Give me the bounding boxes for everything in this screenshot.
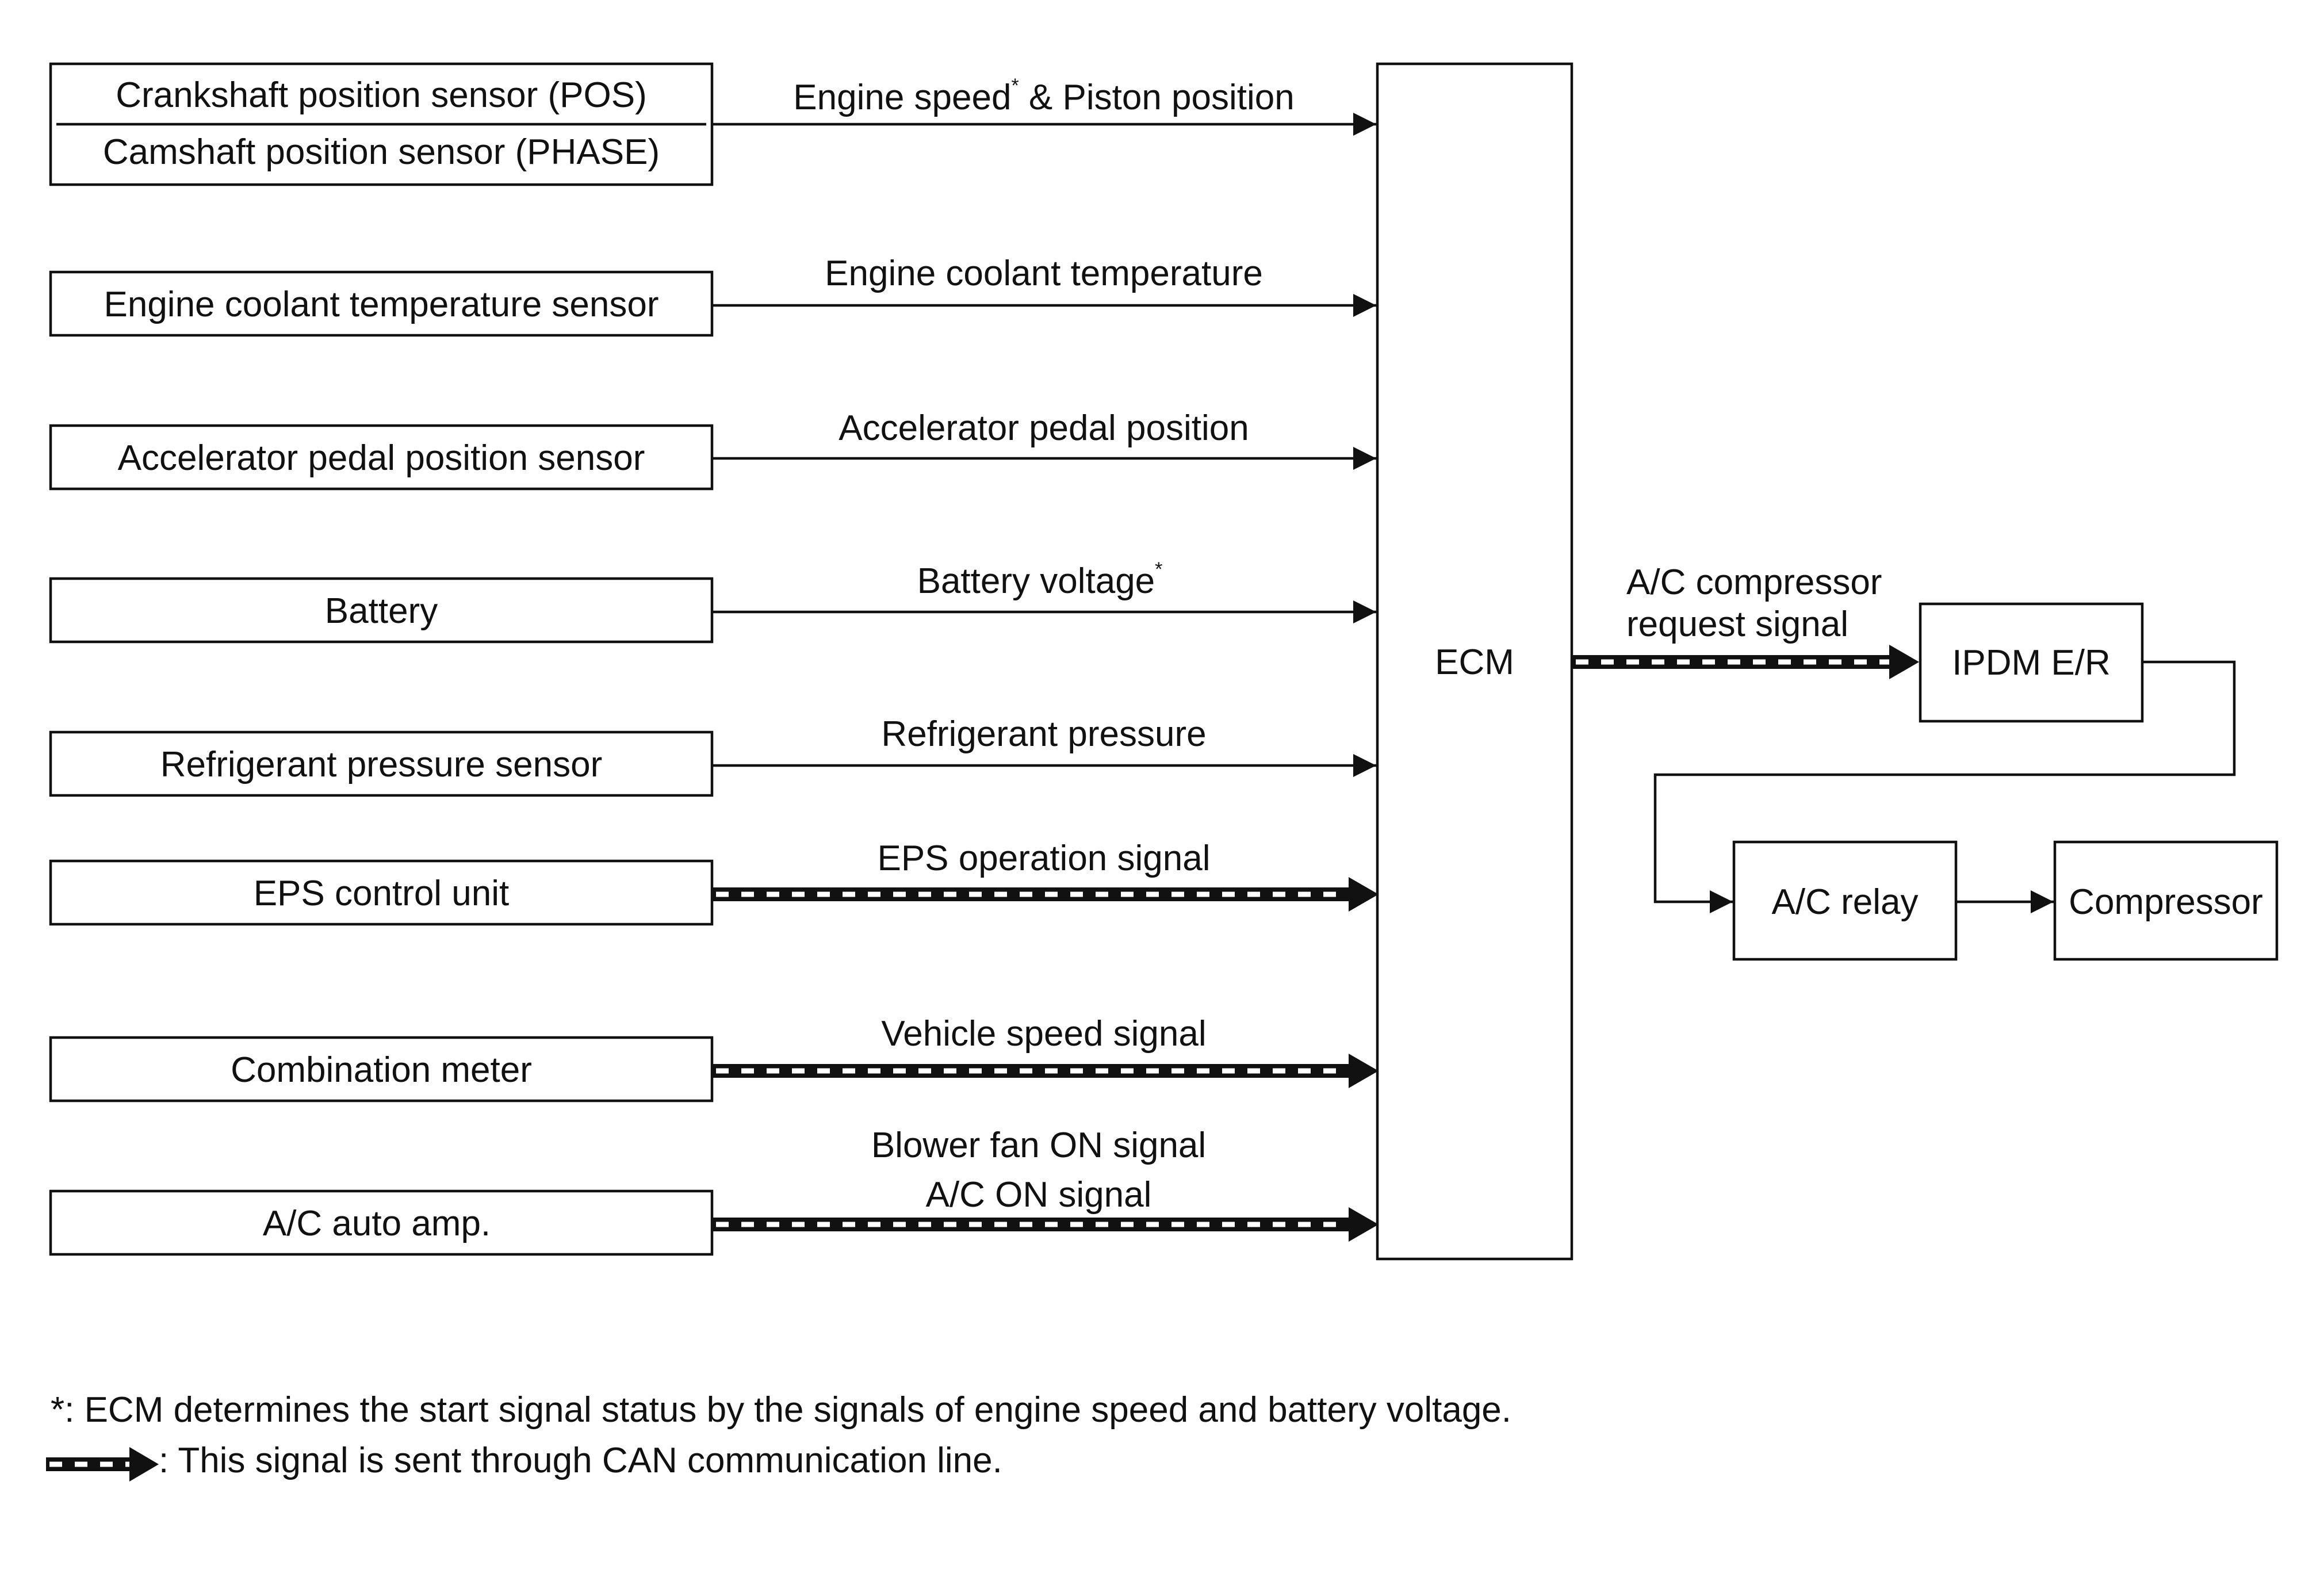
camshaft-sensor-label: Camshaft position sensor (PHASE) bbox=[103, 132, 660, 172]
coolant-temperature-signal-label: Engine coolant temperature bbox=[825, 254, 1263, 293]
source-box-eps: EPS control unit bbox=[49, 859, 714, 926]
ac-on-signal-label: A/C ON signal bbox=[926, 1175, 1152, 1215]
can-line-footnote: : This signal is sent through CAN commun… bbox=[159, 1441, 1002, 1480]
compressor-label: Compressor bbox=[2069, 882, 2263, 922]
engine-speed-signal-label: Engine speed* & Piston position bbox=[793, 75, 1295, 117]
refrigerant-sensor-label: Refrigerant pressure sensor bbox=[160, 745, 602, 784]
signal-line-engine-speed: Engine speed* & Piston position bbox=[712, 75, 1376, 136]
signal-line-accelerator-position: Accelerator pedal position bbox=[712, 408, 1376, 470]
blower-fan-on-signal-label: Blower fan ON signal bbox=[871, 1126, 1206, 1165]
ac-compressor-request-label-line2: request signal bbox=[1626, 604, 1848, 644]
battery-voltage-signal-label: Battery voltage* bbox=[917, 558, 1163, 601]
source-box-combination-meter: Combination meter bbox=[49, 1036, 714, 1103]
sensor-box-accelerator: Accelerator pedal position sensor bbox=[49, 424, 714, 491]
ac-relay-label: A/C relay bbox=[1772, 882, 1919, 922]
eps-operation-signal-label: EPS operation signal bbox=[877, 839, 1210, 878]
ac-auto-amp-label: A/C auto amp. bbox=[263, 1204, 491, 1243]
sensor-box-coolant: Engine coolant temperature sensor bbox=[49, 270, 714, 337]
crankshaft-sensor-label: Crankshaft position sensor (POS) bbox=[116, 75, 647, 115]
combination-meter-label: Combination meter bbox=[231, 1050, 532, 1090]
signal-line-refrigerant-pressure: Refrigerant pressure bbox=[712, 714, 1376, 777]
refrigerant-pressure-signal-label: Refrigerant pressure bbox=[881, 714, 1206, 754]
coolant-sensor-label: Engine coolant temperature sensor bbox=[104, 285, 658, 324]
sensor-box-crank-cam: Crankshaft position sensor (POS) Camshaf… bbox=[49, 62, 714, 186]
battery-label: Battery bbox=[325, 591, 438, 631]
can-legend-arrowhead bbox=[129, 1447, 159, 1482]
ecm-label: ECM bbox=[1435, 642, 1514, 682]
source-box-battery: Battery bbox=[49, 577, 714, 644]
can-arrowhead bbox=[1889, 645, 1919, 679]
accelerator-position-signal-label: Accelerator pedal position bbox=[839, 408, 1249, 448]
ipdm-label: IPDM E/R bbox=[1952, 643, 2111, 683]
eps-unit-label: EPS control unit bbox=[254, 874, 510, 913]
compressor-box: Compressor bbox=[2053, 840, 2279, 961]
can-arrowhead bbox=[1349, 1207, 1379, 1242]
can-line-eps-operation: EPS operation signal bbox=[712, 839, 1379, 912]
ipdm-to-relay-line bbox=[1653, 660, 2236, 913]
ac-compressor-request-label-line1: A/C compressor bbox=[1626, 562, 1882, 602]
sensor-box-refrigerant: Refrigerant pressure sensor bbox=[49, 730, 714, 797]
can-arrowhead bbox=[1349, 877, 1379, 912]
can-line-ac-compressor-request: A/C compressor request signal bbox=[1572, 562, 1919, 679]
source-box-ac-auto-amp: A/C auto amp. bbox=[49, 1189, 714, 1256]
can-line-vehicle-speed: Vehicle speed signal bbox=[712, 1014, 1379, 1088]
ipdm-box: IPDM E/R bbox=[1919, 602, 2144, 723]
signal-line-battery-voltage: Battery voltage* bbox=[712, 558, 1376, 623]
can-legend: : This signal is sent through CAN commun… bbox=[46, 1441, 1002, 1482]
ecm-box: ECM bbox=[1376, 62, 1573, 1261]
accelerator-sensor-label: Accelerator pedal position sensor bbox=[118, 438, 645, 478]
ac-relay-box: A/C relay bbox=[1732, 840, 1958, 961]
can-line-blower-ac: Blower fan ON signal A/C ON signal bbox=[712, 1126, 1379, 1242]
signal-line-coolant-temperature: Engine coolant temperature bbox=[712, 254, 1376, 317]
asterisk-footnote: *: ECM determines the start signal statu… bbox=[51, 1390, 1511, 1430]
vehicle-speed-signal-label: Vehicle speed signal bbox=[881, 1014, 1206, 1054]
can-arrowhead bbox=[1349, 1054, 1379, 1088]
